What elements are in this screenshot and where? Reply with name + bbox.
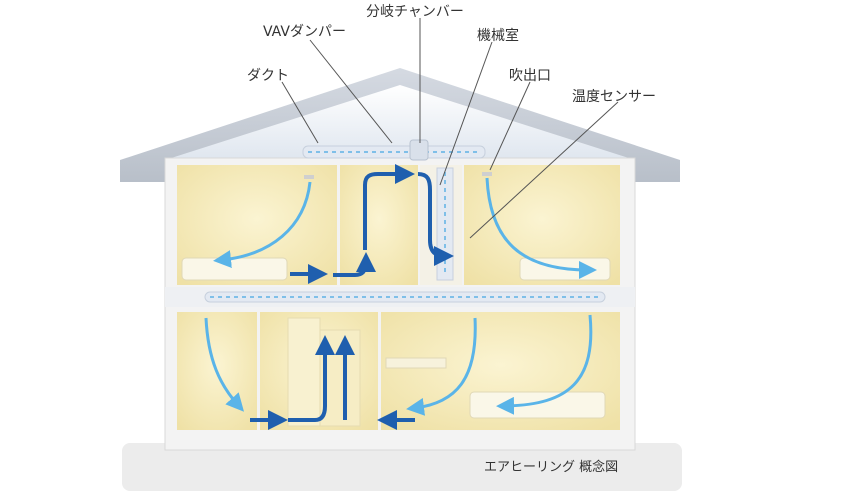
room-upper-hall	[340, 165, 418, 285]
label-outlet: 吹出口	[509, 68, 551, 84]
sofa	[469, 391, 606, 419]
return-upper-3	[363, 164, 415, 250]
leader-temp-sensor	[469, 101, 619, 239]
airflow-lower-mid	[406, 317, 477, 416]
outlet-right	[482, 172, 492, 176]
attic	[165, 85, 635, 160]
return-lower-2	[288, 335, 335, 422]
leader-machine-room	[439, 41, 493, 186]
ground-base	[122, 443, 682, 491]
label-machine-room: 機械室	[477, 27, 519, 44]
label-branch-chamber: 分岐チャンバー	[366, 4, 464, 20]
leader-vav-damper	[309, 39, 393, 144]
return-machine	[417, 172, 454, 266]
branch-chamber	[409, 139, 429, 161]
airflow-upper-right	[485, 177, 597, 279]
diagram-caption: エアヒーリング 概念図	[484, 459, 618, 475]
airflow-lower-left	[204, 317, 245, 412]
return-upper-2	[333, 252, 376, 277]
leader-outlet	[489, 81, 531, 171]
airflow-lower-right	[496, 314, 593, 415]
closet	[287, 317, 321, 427]
airflow-upper-left	[213, 181, 312, 269]
outlet-left	[304, 175, 314, 179]
label-temp-sensor: 温度センサー	[572, 89, 656, 105]
label-duct: ダクト	[247, 68, 289, 84]
label-vav-damper: VAVダンパー	[263, 24, 346, 40]
leader-duct	[281, 81, 319, 144]
kitchen-counter	[385, 357, 447, 369]
bed-left	[181, 257, 288, 281]
